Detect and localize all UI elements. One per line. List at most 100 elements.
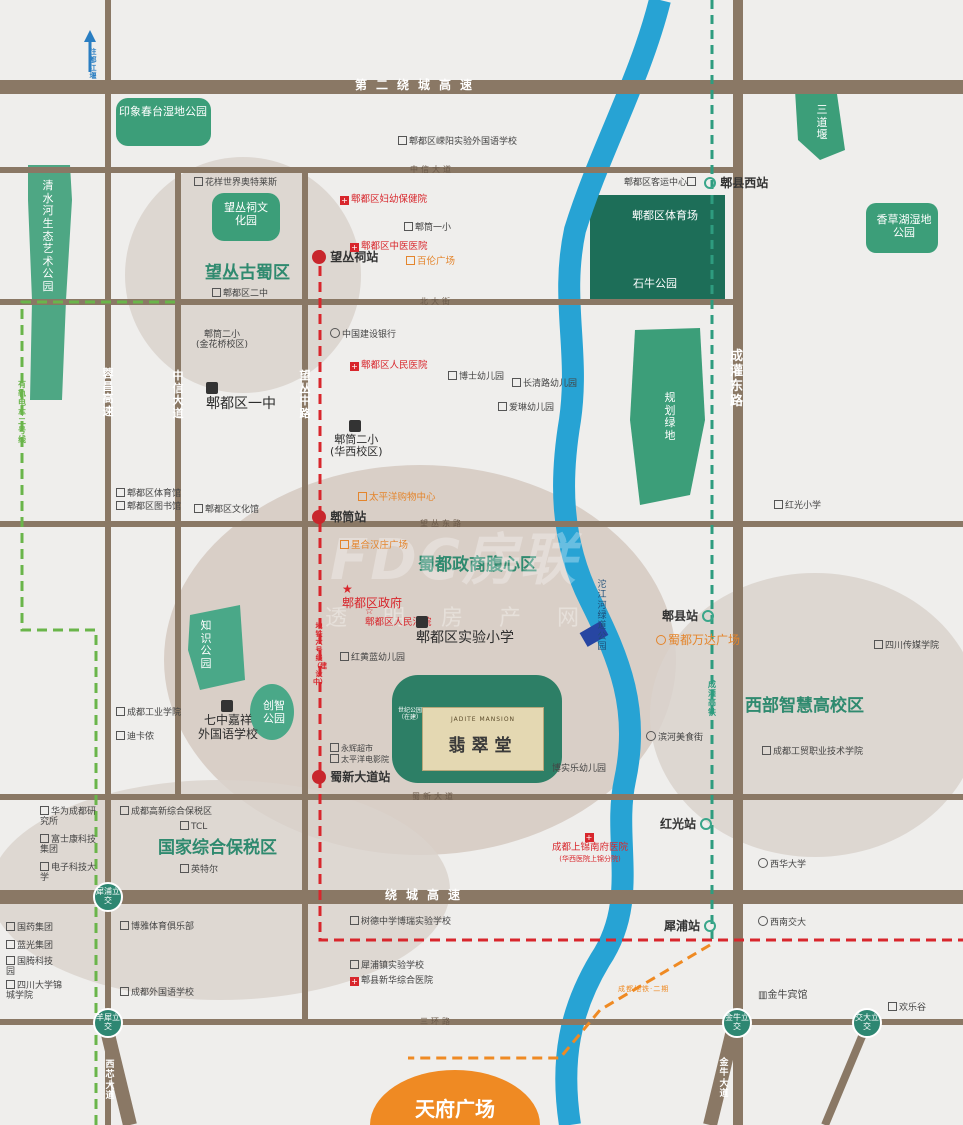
poi-huayang[interactable]: 花样世界奥特莱斯 — [194, 177, 277, 188]
park-guihua-label: 规划绿地 — [664, 391, 676, 442]
school-icon — [758, 916, 768, 926]
poi-gaoxin-zone-label: 成都高新综合保税区 — [131, 807, 213, 817]
school-pitong2a[interactable]: 郫筒二小(金花桥校区) — [196, 330, 248, 351]
poi-binhe[interactable]: 滨河美食街 — [646, 731, 703, 743]
poi-keyun[interactable]: 郫都区客运中心 — [624, 177, 698, 188]
poi-boshi-le[interactable]: 博实乐幼儿园 — [552, 764, 606, 774]
poi-yonghui[interactable]: 永辉超市 — [330, 743, 373, 753]
school-pitong2b[interactable]: 郫筒二小(华西校区) — [330, 420, 383, 459]
station-xipu[interactable]: 犀浦站 — [664, 919, 717, 934]
poi-languang[interactable]: 蓝光集团 — [6, 940, 53, 951]
poi-sichuan-u[interactable]: 四川大学锦城学院 — [6, 980, 68, 1002]
poi-hongguang-xx[interactable]: 红光小学 — [774, 500, 821, 511]
mall-icon — [656, 635, 666, 645]
poi-shangjin[interactable]: +成都上锦南府医院(华西医院上锦分院) — [552, 832, 628, 865]
poi-bailun[interactable]: 百伦广场 — [406, 256, 455, 268]
park-tiyuchang-shape — [590, 195, 725, 300]
poi-intel[interactable]: 英特尔 — [180, 864, 218, 875]
poi-gongmao[interactable]: 成都工贸职业技术学院 — [762, 746, 863, 757]
poi-xihua[interactable]: 西华大学 — [758, 858, 806, 870]
junction-yangxi[interactable]: 羊犀立交 — [93, 1008, 123, 1038]
park-xiangcaohu-shape — [866, 203, 938, 253]
bus-icon — [687, 177, 697, 186]
poi-hongling-you[interactable]: 红黄蓝幼儿园 — [340, 652, 405, 663]
poi-bailun-label: 百伦广场 — [417, 256, 456, 267]
poi-pixian-school[interactable]: 郫都区嵘阳实验外国语学校 — [398, 136, 517, 147]
poi-fushikang[interactable]: 富士康科技集团 — [40, 834, 98, 856]
poi-chuanmei[interactable]: 四川传媒学院 — [874, 640, 939, 651]
junction-jinniu[interactable]: 金牛立交 — [722, 1008, 752, 1038]
poi-gaoxin-zone[interactable]: 成都高新综合保税区 — [120, 806, 212, 817]
poi-guoteng-label: 国腾科技园 — [6, 957, 54, 978]
poi-huawei[interactable]: 华为成都研究所 — [40, 806, 98, 828]
poi-wenhuaguan[interactable]: 郫都区文化馆 — [194, 504, 259, 515]
station-hongguang-label: 红光站 — [660, 817, 697, 831]
school-icon — [512, 378, 521, 387]
poi-zhengfu[interactable]: ★郫都区政府 — [342, 582, 403, 611]
poi-taipingyang-dy[interactable]: 太平洋电影院 — [330, 754, 389, 764]
park-zhishi-shape — [188, 605, 245, 690]
company-icon — [6, 956, 15, 965]
company-icon — [40, 834, 49, 843]
school-icon — [6, 980, 15, 989]
school-icon — [40, 862, 49, 871]
junction-jiaoda[interactable]: 交大立交 — [852, 1008, 882, 1038]
station-shuxin[interactable]: 蜀新大道站 — [312, 770, 390, 785]
school-icon — [220, 700, 233, 712]
arrow-up-icon — [84, 30, 96, 42]
station-hongguang[interactable]: 红光站 — [660, 817, 713, 832]
poi-waiguoyu[interactable]: 成都外国语学校 — [120, 987, 194, 998]
mall-icon — [358, 492, 367, 501]
poi-fayuan[interactable]: ☆郫都区人民法院 — [365, 606, 432, 629]
poi-dianzi[interactable]: 电子科技大学 — [40, 862, 98, 884]
poi-pitong1-label: 郫筒一小 — [415, 223, 452, 233]
poi-tcl[interactable]: TCL — [180, 821, 207, 832]
poi-dikanong[interactable]: 迪卡侬 — [116, 731, 154, 742]
station-pixian[interactable]: 郫县站 — [662, 609, 715, 624]
poi-gongmao-label: 成都工贸职业技术学院 — [773, 747, 864, 757]
poi-zhengfu-label: 郫都区政府 — [342, 595, 403, 610]
poi-tiyuguan-label: 郫都区体育馆 — [127, 489, 182, 499]
poi-huanle[interactable]: 欢乐谷 — [888, 1002, 926, 1013]
poi-fuyou[interactable]: +郫都区妇幼保健院 — [340, 194, 427, 206]
station-pitong[interactable]: 郫筒站 — [312, 510, 366, 525]
poi-pitong1[interactable]: 郫筒一小 — [404, 222, 451, 233]
project-cn: 翡翠堂 — [448, 736, 518, 756]
poi-wanda[interactable]: 蜀都万达广场 — [656, 633, 740, 648]
poi-zhongyi-label: 郫都区中医医院 — [361, 241, 428, 252]
poi-boshi[interactable]: 博士幼儿园 — [448, 371, 504, 382]
park-wangcong-label: 望丛祠文化园 — [224, 201, 268, 227]
poi-xinhua-hosp[interactable]: +郫县新华综合医院 — [350, 976, 433, 986]
poi-aiyi[interactable]: 爱琳幼儿园 — [498, 402, 554, 413]
poi-pidu2zhong[interactable]: 郫都区二中 — [212, 288, 268, 299]
school-qizhong-label: 七中嘉祥 — [204, 712, 253, 727]
poi-renmin-hosp-label: 郫都区人民医院 — [361, 360, 428, 371]
poi-jinniu-hotel[interactable]: ▥金牛宾馆 — [758, 990, 807, 1002]
poi-changqing[interactable]: 长清路幼儿园 — [512, 378, 577, 389]
poi-shude[interactable]: 树德中学博瑞实验学校 — [350, 916, 451, 927]
poi-taipingyang[interactable]: 太平洋购物中心 — [358, 492, 436, 504]
poi-xinan[interactable]: 西南交大 — [758, 916, 806, 928]
school-shiyan[interactable]: 郫都区实验小学 — [416, 614, 514, 646]
school-pidu1zhong[interactable]: 郫都区一中 — [206, 380, 276, 412]
poi-zhongyi[interactable]: +郫都区中医医院 — [350, 241, 428, 253]
poi-jianshe[interactable]: 中国建设银行 — [330, 328, 396, 340]
station-pixianxi[interactable]: 郫县西站 — [704, 176, 768, 191]
poi-tiyuguan[interactable]: 郫都区体育馆 — [116, 488, 181, 499]
poi-guoteng[interactable]: 国腾科技园 — [6, 956, 56, 978]
poi-chengdu-gongye[interactable]: 成都工业学院 — [116, 707, 181, 718]
poi-baiyi[interactable]: 星合汉庄广场 — [340, 540, 408, 552]
poi-xipu-school[interactable]: 犀浦镇实验学校 — [350, 960, 424, 971]
project-jadite[interactable]: JADITE MANSION 翡翠堂 — [422, 707, 544, 771]
train-icon — [704, 920, 717, 932]
poi-renmin-hosp[interactable]: +郫都区人民医院 — [350, 360, 428, 372]
school-qizhong[interactable]: 七中嘉祥外国语学校 — [198, 700, 258, 741]
station-wangcongci[interactable]: 望丛祠站 — [312, 250, 378, 265]
poi-boya[interactable]: 博雅体育俱乐部 — [120, 921, 194, 932]
poi-guoyao[interactable]: 国药集团 — [6, 922, 53, 933]
poi-guoyao-label: 国药集团 — [17, 923, 54, 933]
school-icon — [404, 222, 413, 231]
poi-tushuguan[interactable]: 郫都区图书馆 — [116, 501, 181, 512]
junction-xipu[interactable]: 犀浦立交 — [93, 882, 123, 912]
